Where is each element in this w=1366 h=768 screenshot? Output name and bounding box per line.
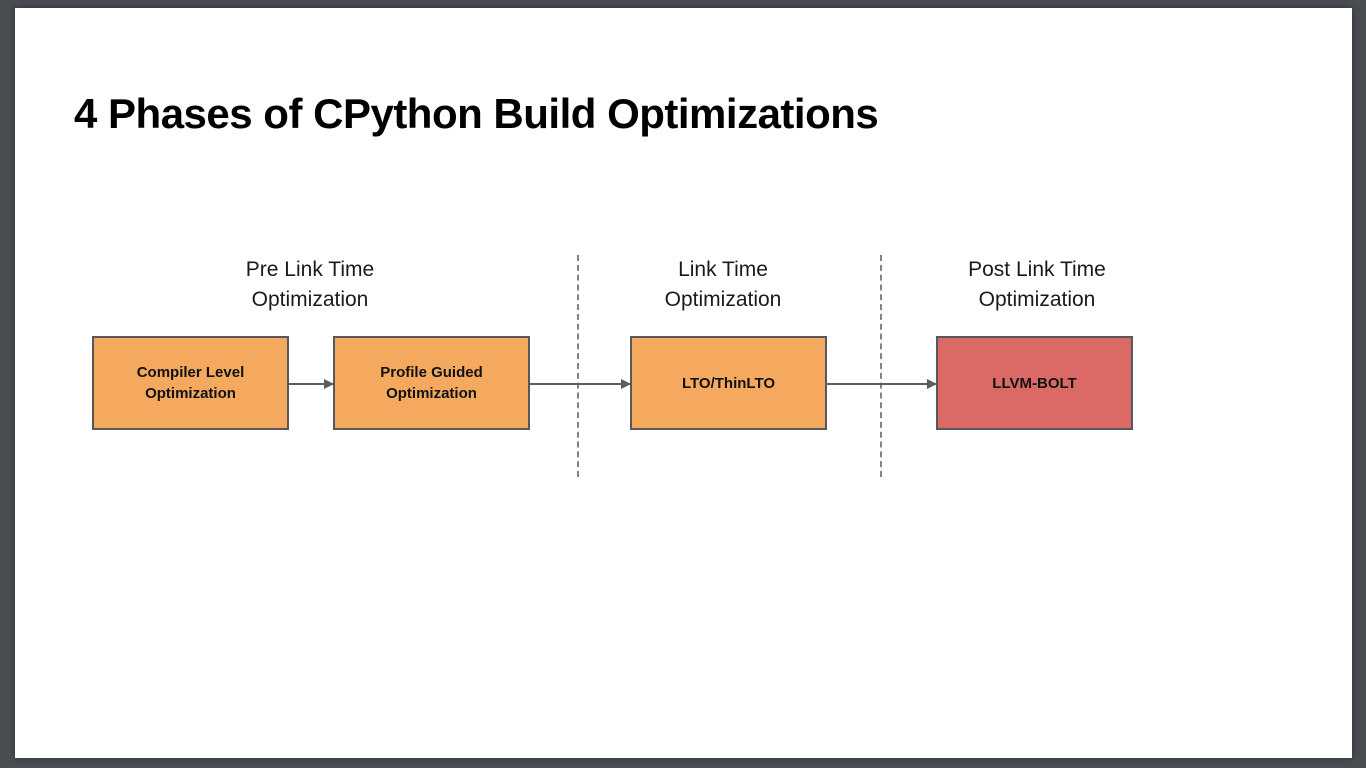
box-llvm-bolt: LLVM-BOLT (936, 336, 1133, 430)
arrowhead-icon (621, 379, 631, 389)
dashed-separator-1 (577, 255, 579, 477)
phase-label-pre-lto: Pre Link Time Optimization (245, 258, 375, 311)
arrowhead-icon (324, 379, 334, 389)
phase-label-post-lto: Post Link Time Optimization (968, 258, 1106, 311)
flow-arrow-3 (825, 379, 937, 389)
flow-arrow-1 (289, 379, 334, 389)
phase-label-lto: Link Time Optimization (664, 258, 782, 311)
flow-arrow-2 (530, 379, 631, 389)
box-profile-guided-optimization: Profile Guided Optimization (333, 336, 530, 430)
dashed-separator-2 (880, 255, 882, 477)
slide-canvas: 4 Phases of CPython Build Optimizations … (15, 8, 1352, 758)
arrowhead-icon (927, 379, 937, 389)
box-compiler-level-optimization: Compiler Level Optimization (92, 336, 289, 430)
box-lto-thinlto: LTO/ThinLTO (630, 336, 827, 430)
slide-title: 4 Phases of CPython Build Optimizations (74, 90, 879, 137)
